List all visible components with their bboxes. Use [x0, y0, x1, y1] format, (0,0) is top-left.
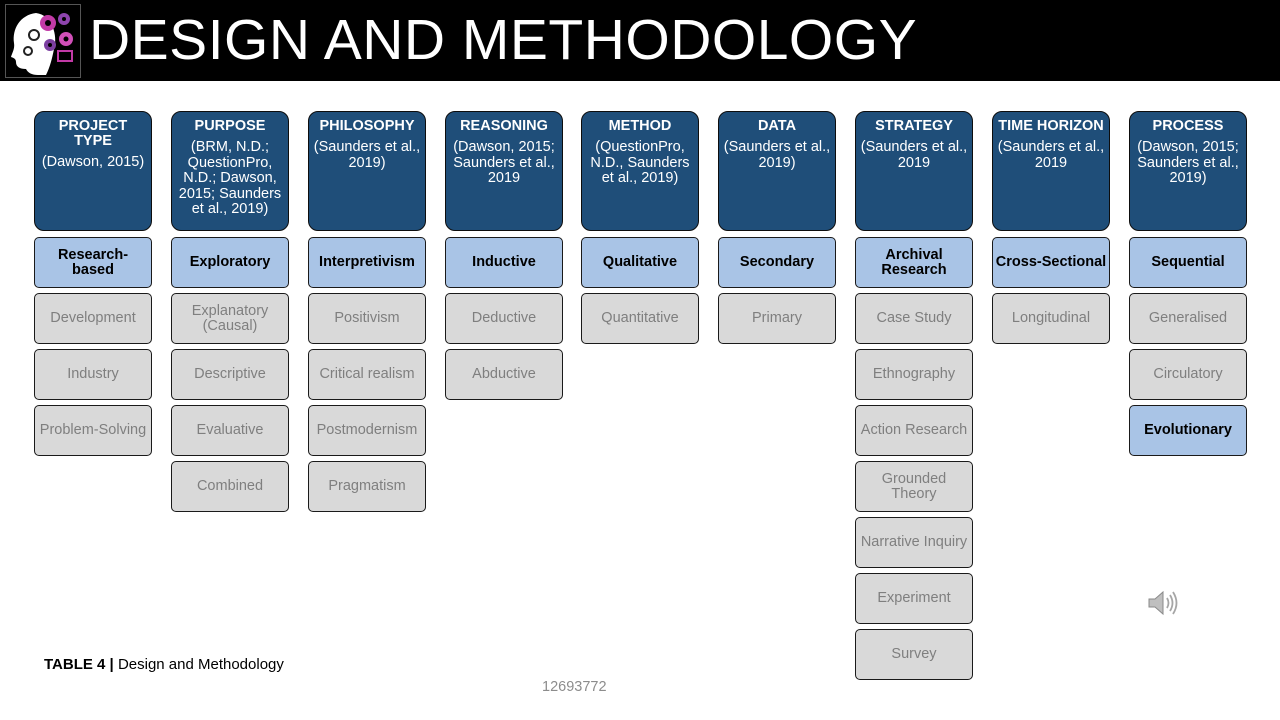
column-header: REASONING (Dawson, 2015; Saunders et al.,…: [445, 111, 563, 231]
column-header: STRATEGY (Saunders et al., 2019: [855, 111, 973, 231]
option-unselected: Problem-Solving: [34, 405, 152, 456]
option-selected: Evolutionary: [1129, 405, 1247, 456]
option-selected: Cross-Sectional: [992, 237, 1110, 288]
column-citation: (Saunders et al., 2019): [313, 139, 421, 171]
option-unselected: Abductive: [445, 349, 563, 400]
option-selected: Archival Research: [855, 237, 973, 288]
speaker-icon[interactable]: [1146, 587, 1180, 619]
column-title: PURPOSE: [194, 118, 266, 134]
column-title: PHILOSOPHY: [319, 118, 415, 134]
column-citation: (QuestionPro, N.D., Saunders et al., 201…: [590, 139, 690, 186]
column-title: PROCESS: [1152, 118, 1224, 134]
column-citation: (Saunders et al., 2019: [860, 139, 968, 171]
column-title: REASONING: [460, 118, 548, 134]
title-bar: DESIGN AND METHODOLOGY: [0, 0, 1280, 81]
option-unselected: Development: [34, 293, 152, 344]
page-title: DESIGN AND METHODOLOGY: [89, 8, 918, 72]
option-unselected: Quantitative: [581, 293, 699, 344]
column-title: METHOD: [608, 118, 672, 134]
column-citation: (BRM, N.D.; QuestionPro, N.D.; Dawson, 2…: [178, 139, 282, 217]
column-header: PROCESS (Dawson, 2015; Saunders et al., 2…: [1129, 111, 1247, 231]
column-citation: (Saunders et al., 2019: [997, 139, 1105, 171]
column-citation: (Dawson, 2015): [41, 154, 145, 170]
option-selected: Qualitative: [581, 237, 699, 288]
option-selected: Interpretivism: [308, 237, 426, 288]
student-number: 12693772: [542, 679, 607, 695]
option-unselected: Combined: [171, 461, 289, 512]
option-unselected: Positivism: [308, 293, 426, 344]
option-selected: Secondary: [718, 237, 836, 288]
caption-text: Design and Methodology: [117, 656, 284, 673]
column-philosophy: PHILOSOPHY (Saunders et al., 2019) Interpr…: [308, 111, 426, 517]
option-unselected: Industry: [34, 349, 152, 400]
column-reasoning: REASONING (Dawson, 2015; Saunders et al.,…: [445, 111, 563, 405]
option-unselected: Longitudinal: [992, 293, 1110, 344]
caption-label: TABLE 4 |: [44, 656, 114, 673]
column-title: PROJECT TYPE: [58, 118, 128, 149]
column-title: DATA: [757, 118, 797, 134]
option-unselected: Action Research: [855, 405, 973, 456]
column-header: PROJECT TYPE (Dawson, 2015): [34, 111, 152, 231]
column-process: PROCESS (Dawson, 2015; Saunders et al., 2…: [1129, 111, 1247, 461]
table-caption: TABLE 4 | Design and Methodology: [44, 656, 284, 673]
column-project-type: PROJECT TYPE (Dawson, 2015) Research-based…: [34, 111, 152, 461]
option-unselected: Experiment: [855, 573, 973, 624]
option-unselected: Critical realism: [308, 349, 426, 400]
option-unselected: Explanatory (Causal): [171, 293, 289, 344]
option-unselected: Narrative Inquiry: [855, 517, 973, 568]
column-header: DATA (Saunders et al., 2019): [718, 111, 836, 231]
option-unselected: Grounded Theory: [855, 461, 973, 512]
brain-gears-logo-icon: [5, 4, 81, 78]
option-unselected: Primary: [718, 293, 836, 344]
option-selected: Inductive: [445, 237, 563, 288]
column-header: TIME HORIZON (Saunders et al., 2019: [992, 111, 1110, 231]
option-unselected: Deductive: [445, 293, 563, 344]
option-unselected: Case Study: [855, 293, 973, 344]
option-unselected: Generalised: [1129, 293, 1247, 344]
option-unselected: Pragmatism: [308, 461, 426, 512]
option-unselected: Circulatory: [1129, 349, 1247, 400]
option-unselected: Ethnography: [855, 349, 973, 400]
column-method: METHOD (QuestionPro, N.D., Saunders et al…: [581, 111, 699, 349]
column-title: STRATEGY: [875, 118, 953, 134]
option-unselected: Descriptive: [171, 349, 289, 400]
column-purpose: PURPOSE (BRM, N.D.; QuestionPro, N.D.; Da…: [171, 111, 289, 517]
option-selected: Exploratory: [171, 237, 289, 288]
column-citation: (Dawson, 2015; Saunders et al., 2019: [453, 139, 555, 186]
column-header: PHILOSOPHY (Saunders et al., 2019): [308, 111, 426, 231]
option-unselected: Evaluative: [171, 405, 289, 456]
option-unselected: Survey: [855, 629, 973, 680]
column-header: PURPOSE (BRM, N.D.; QuestionPro, N.D.; Da…: [171, 111, 289, 231]
option-selected: Sequential: [1129, 237, 1247, 288]
column-citation: (Dawson, 2015; Saunders et al., 2019): [1137, 139, 1239, 186]
option-unselected: Postmodernism: [308, 405, 426, 456]
column-header: METHOD (QuestionPro, N.D., Saunders et al…: [581, 111, 699, 231]
column-title: TIME HORIZON: [998, 118, 1104, 134]
option-selected: Research-based: [34, 237, 152, 288]
column-citation: (Saunders et al., 2019): [723, 139, 831, 171]
